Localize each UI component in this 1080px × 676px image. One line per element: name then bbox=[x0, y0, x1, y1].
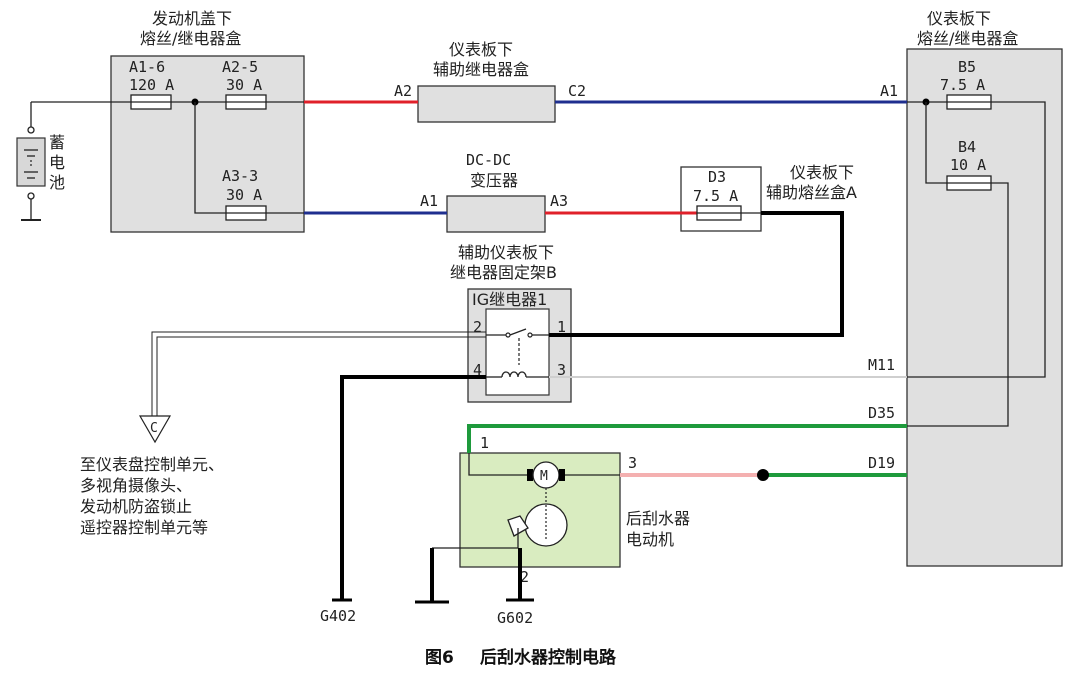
dash-pin-d35: D35 bbox=[868, 404, 895, 422]
fuse-b5-id: B5 bbox=[958, 58, 976, 76]
dcdc-title-1: DC-DC bbox=[466, 151, 511, 169]
battery-symbol bbox=[16, 102, 46, 221]
dash-fuse-box-title-2: 熔丝/继电器盒 bbox=[917, 29, 1018, 48]
fuse-b5-rating: 7.5 A bbox=[940, 76, 985, 94]
fuse-d3-rating: 7.5 A bbox=[693, 187, 738, 205]
aux-relay-box bbox=[417, 85, 556, 123]
ig-relay-name: IG继电器1 bbox=[472, 290, 547, 309]
ground-g402: G402 bbox=[320, 607, 356, 625]
figure-title: 后刮水器控制电路 bbox=[480, 647, 617, 668]
motor-pin-3: 3 bbox=[628, 454, 637, 472]
relay-pin-2: 2 bbox=[473, 318, 482, 336]
engine-fuse-box bbox=[110, 55, 305, 233]
dcdc-pin-a1: A1 bbox=[420, 192, 438, 210]
fuse-b4-rating: 10 A bbox=[950, 156, 986, 174]
dash-fuse-box bbox=[906, 48, 1063, 567]
fuse-a2-5-id: A2-5 bbox=[222, 58, 258, 76]
dcdc-title-2: 变压器 bbox=[470, 171, 518, 190]
dcdc-converter bbox=[446, 195, 546, 233]
connector-c-note-1: 至仪表盘控制单元、 bbox=[80, 455, 224, 474]
battery-label-3: 池 bbox=[49, 173, 65, 192]
fuse-a1-6-rating: 120 A bbox=[129, 76, 174, 94]
connector-c-symbol bbox=[138, 415, 172, 444]
dash-pin-a1: A1 bbox=[880, 82, 898, 100]
fuse-a3-3-id: A3-3 bbox=[222, 167, 258, 185]
connector-c-note-3: 发动机防盗锁止 bbox=[80, 497, 192, 516]
aux-relay-box-title-1: 仪表板下 bbox=[449, 40, 513, 59]
engine-fuse-box-title-1: 发动机盖下 bbox=[152, 9, 232, 28]
fuse-b4-id: B4 bbox=[958, 138, 976, 156]
motor-pin-2: 2 bbox=[520, 568, 529, 586]
fuse-a3-3-rating: 30 A bbox=[226, 186, 262, 204]
fuse-a1-6-id: A1-6 bbox=[129, 58, 165, 76]
dcdc-pin-a3: A3 bbox=[550, 192, 568, 210]
connector-c-note-2: 多视角摄像头、 bbox=[80, 476, 192, 495]
engine-fuse-box-title-2: 熔丝/继电器盒 bbox=[140, 29, 241, 48]
aux-relay-box-title-2: 辅助继电器盒 bbox=[433, 60, 529, 79]
connector-c-label: C bbox=[150, 421, 158, 436]
aux-fuse-box-a-title-2: 辅助熔丝盒A bbox=[766, 183, 857, 202]
wire-black-relay-g402 bbox=[340, 375, 486, 600]
wiper-motor-title-2: 电动机 bbox=[626, 530, 674, 549]
aux-relay-pin-a2: A2 bbox=[394, 82, 412, 100]
wire-relay-pin2-to-c bbox=[151, 331, 486, 418]
figure-number: 图6 bbox=[425, 648, 454, 668]
splice-dot bbox=[757, 469, 769, 481]
relay-pin-3: 3 bbox=[557, 361, 566, 379]
dash-pin-d19: D19 bbox=[868, 454, 895, 472]
relay-coil-symbol bbox=[486, 371, 549, 378]
dash-fuse-box-title-1: 仪表板下 bbox=[927, 9, 991, 28]
wire-black-d3-relay bbox=[549, 211, 844, 337]
ig-relay-1 bbox=[485, 308, 550, 396]
aux-fuse-box-a-title-1: 仪表板下 bbox=[790, 163, 854, 182]
wiper-motor-symbol: M bbox=[432, 453, 620, 549]
wire-green-d35 bbox=[467, 424, 907, 453]
fuse-a2-5-rating: 30 A bbox=[226, 76, 262, 94]
relay-bracket-title-2: 继电器固定架B bbox=[450, 263, 557, 282]
ground-g602: G602 bbox=[497, 609, 533, 627]
connector-c-note-4: 遥控器控制单元等 bbox=[80, 518, 208, 537]
wiper-motor-title-1: 后刮水器 bbox=[626, 509, 690, 528]
battery-label-1: 蓄 bbox=[49, 133, 65, 152]
relay-bracket-title-1: 辅助仪表板下 bbox=[458, 243, 554, 262]
aux-relay-pin-c2: C2 bbox=[568, 82, 586, 100]
battery-label-2: 电 bbox=[49, 153, 65, 172]
svg-text:M: M bbox=[540, 469, 548, 484]
relay-pin-1: 1 bbox=[557, 318, 566, 336]
relay-pin-4: 4 bbox=[473, 361, 482, 379]
wire-black-motor-g602 bbox=[430, 548, 522, 602]
relay-contact-symbol bbox=[486, 328, 549, 365]
dash-pin-m11: M11 bbox=[868, 356, 895, 374]
motor-pin-1: 1 bbox=[480, 434, 489, 452]
fuse-d3-id: D3 bbox=[708, 168, 726, 186]
